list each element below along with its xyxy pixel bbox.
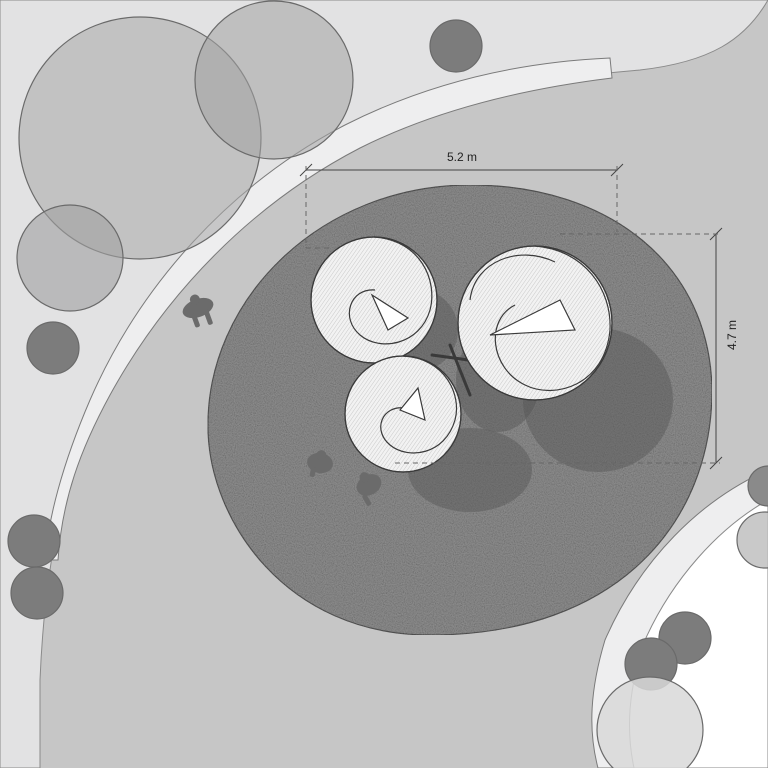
tree-canopy-icon [7, 514, 61, 568]
people [182, 294, 382, 506]
spiral-sculpture-icon [457, 245, 613, 401]
spiral-sculpture-icon [310, 236, 438, 364]
height-label: 4.7 m [725, 320, 739, 350]
width-label: 5.2 m [447, 150, 477, 164]
tree-canopy-icon [10, 566, 64, 620]
tree-canopy-icon [26, 321, 80, 375]
dimensions [299, 163, 723, 470]
tree-canopies [7, 0, 768, 768]
spiral-sculptures [310, 236, 613, 473]
tree-canopy-icon [736, 511, 768, 569]
spiral-sculpture-icon [344, 355, 462, 473]
walk-path [44, 57, 613, 561]
tree-canopy-icon [194, 0, 354, 160]
person-icon [182, 294, 214, 328]
tree-canopy-icon [596, 676, 704, 768]
person-icon [356, 472, 382, 506]
tree-canopy-icon [747, 465, 768, 507]
tree-canopy-icon [429, 19, 483, 73]
tree-canopy-icon [16, 204, 124, 312]
person-icon [307, 450, 333, 477]
